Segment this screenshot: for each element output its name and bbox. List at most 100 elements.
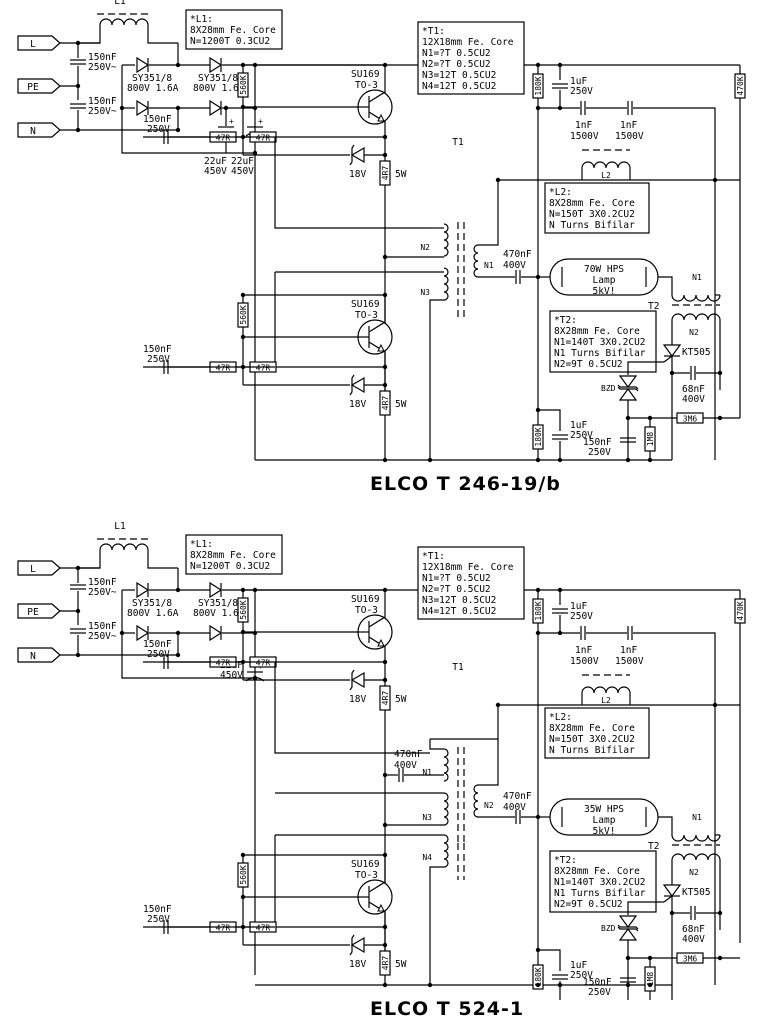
note-l1-frame bbox=[185, 9, 283, 50]
zener-bar bbox=[617, 386, 639, 392]
note-l2-line: 8X28mm Fe. Core bbox=[549, 198, 635, 209]
capacitor-value: 1nF bbox=[620, 645, 637, 656]
junction-dot bbox=[535, 982, 541, 988]
bulk-cap-value: 22uF bbox=[204, 156, 227, 167]
resistor-value: 180K bbox=[534, 427, 543, 446]
transistor-package-label: TO-3 bbox=[355, 80, 378, 91]
junction-dot bbox=[557, 62, 563, 68]
resistor-body bbox=[532, 598, 544, 624]
resistor-470k: 470K bbox=[734, 73, 746, 99]
diode-triangle bbox=[209, 624, 223, 642]
note-t1-line: N3=12T 0.5CU2 bbox=[422, 595, 496, 606]
junction-dot bbox=[75, 608, 81, 614]
note-l2-line: *L2: bbox=[549, 712, 572, 723]
terminal-n: N bbox=[17, 647, 61, 663]
resistor-value: 47R bbox=[216, 924, 231, 933]
wire bbox=[143, 661, 430, 754]
junction-dot bbox=[240, 104, 246, 110]
capacitor-value: 150nF bbox=[583, 977, 612, 988]
capacitor-1uf bbox=[552, 608, 568, 614]
wire bbox=[143, 136, 430, 229]
wire bbox=[429, 299, 444, 460]
capacitor-value: 68nF bbox=[682, 384, 705, 395]
coil-winding bbox=[443, 267, 449, 301]
npn-transistor-icon bbox=[357, 89, 393, 125]
resistor-value: 4R7 bbox=[381, 691, 390, 706]
capacitor-rating: 250V bbox=[588, 447, 611, 458]
resistor-value: 47R bbox=[216, 659, 231, 668]
wire bbox=[627, 361, 664, 375]
note-t2-line: *T2: bbox=[554, 315, 577, 326]
npn-transistor-icon bbox=[357, 879, 393, 915]
capacitor-rating: 250V~ bbox=[88, 587, 117, 598]
base-resistor: 560K bbox=[237, 302, 249, 328]
capacitor-rating: 250V bbox=[147, 124, 170, 135]
junction-dot bbox=[557, 630, 563, 636]
terminal-label: L bbox=[30, 564, 36, 575]
diode-part: SY351/8 bbox=[132, 73, 172, 84]
inductor-l2: L2 bbox=[581, 674, 631, 705]
diode-sy351 bbox=[136, 56, 150, 74]
capacitor-68nf bbox=[690, 906, 696, 920]
zener-diode-icon bbox=[349, 144, 365, 166]
junction-dot bbox=[382, 364, 388, 370]
thyristor-triangle bbox=[662, 884, 682, 898]
wire bbox=[78, 550, 101, 569]
diode-triangle bbox=[350, 936, 365, 954]
emitter-resistor-power: 5W bbox=[395, 959, 407, 970]
capacitor-rating: 250V bbox=[570, 86, 593, 97]
circuit-title: ELCO T 524-1 bbox=[370, 998, 524, 1020]
capacitor-rating: 400V bbox=[682, 394, 705, 405]
junction-dot bbox=[625, 982, 631, 988]
resistor-180k-bottom: 180K bbox=[532, 964, 544, 990]
inductor-l1-coil bbox=[99, 18, 149, 26]
winding-t2-n1 bbox=[671, 834, 721, 842]
note-t1-line: N1=?T 0.5CU2 bbox=[422, 48, 491, 59]
coil-winding bbox=[671, 834, 721, 842]
zener-diode-icon bbox=[349, 374, 365, 396]
resistor-body bbox=[532, 964, 544, 990]
note-t2-line: *T2: bbox=[554, 855, 577, 866]
winding-n4-label: N4 bbox=[422, 853, 432, 862]
base-resistor: 560K bbox=[237, 862, 249, 888]
diode-triangle bbox=[136, 99, 150, 117]
transistor-collector bbox=[368, 91, 386, 103]
note-t2-line: N1=140T 3X0.2CU2 bbox=[554, 337, 646, 348]
note-t1-line: 12X18mm Fe. Core bbox=[422, 562, 514, 573]
note-l1-line: N=1200T 0.3CU2 bbox=[190, 561, 270, 572]
coil-winding bbox=[443, 834, 449, 868]
winding-n1 bbox=[443, 748, 449, 782]
junction-dot bbox=[252, 675, 258, 681]
note-t2-line: N2=9T 0.5CU2 bbox=[554, 359, 623, 370]
winding-n3-label: N3 bbox=[420, 288, 430, 297]
zener-bar bbox=[349, 374, 355, 396]
junction-dot bbox=[240, 629, 246, 635]
wire bbox=[658, 816, 673, 835]
junction-dot bbox=[647, 982, 653, 988]
terminal-l: L bbox=[17, 35, 61, 51]
wire bbox=[121, 65, 255, 154]
resistor-value: 560K bbox=[239, 865, 248, 884]
capacitor-value: 1nF bbox=[575, 120, 592, 131]
terminal-flag bbox=[17, 603, 61, 619]
coupling-capacitor bbox=[398, 768, 404, 782]
capacitor-rating: 400V bbox=[394, 760, 417, 771]
diode-triangle bbox=[136, 581, 150, 599]
diode-triangle bbox=[136, 56, 150, 74]
capacitor-value: 1nF bbox=[620, 120, 637, 131]
lamp-label: 5kV! bbox=[593, 826, 616, 837]
emitter-resistor: 4R7 bbox=[379, 685, 391, 711]
terminal-label: PE bbox=[27, 82, 39, 93]
emitter-resistor-power: 5W bbox=[395, 399, 407, 410]
capacitor-1uf-bottom bbox=[552, 434, 568, 440]
junction-dot bbox=[427, 982, 433, 988]
junction-dot bbox=[382, 942, 388, 948]
emitter-resistor-power: 5W bbox=[395, 694, 407, 705]
capacitor-1nf bbox=[627, 101, 633, 115]
coil-winding bbox=[99, 18, 149, 26]
base-resistor: 560K bbox=[237, 72, 249, 98]
